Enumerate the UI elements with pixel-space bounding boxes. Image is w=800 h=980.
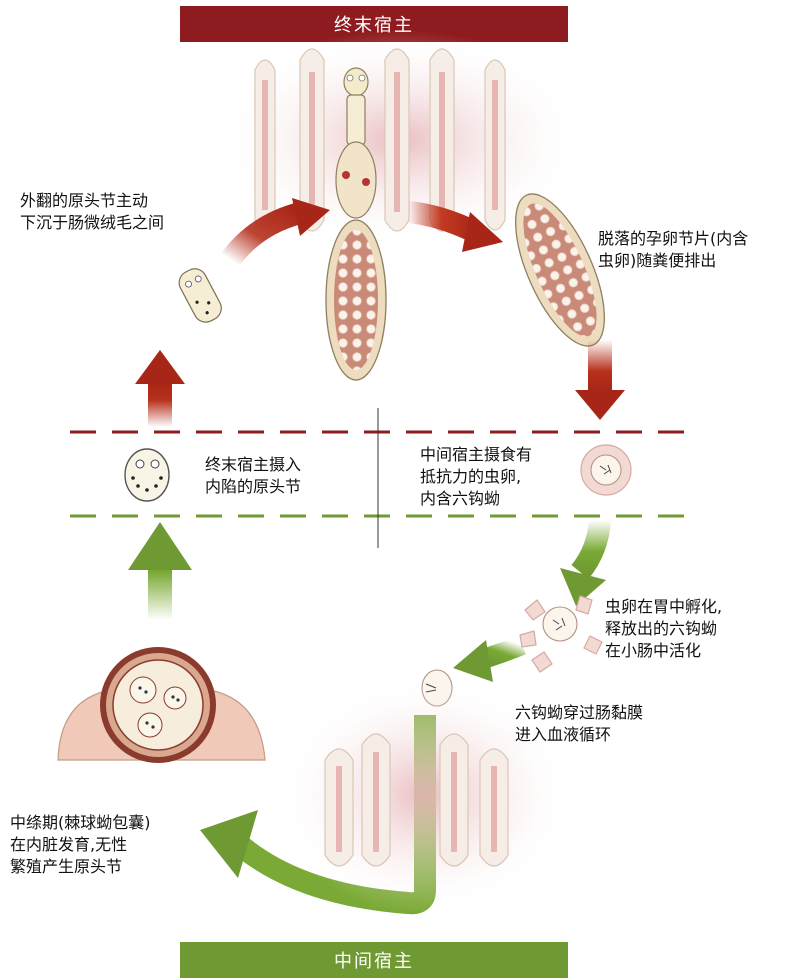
gravid-proglottid <box>514 193 606 347</box>
red-arrows <box>135 198 625 427</box>
label-intermediate-ingests: 中间宿主摄食有 抵抗力的虫卵, 内含六钩蚴 <box>420 445 533 508</box>
label-definitive-ingests: 终末宿主摄入 内陷的原头节 <box>205 455 302 496</box>
evaginated-protoscolex <box>178 268 222 323</box>
definitive-host-intestine <box>210 30 590 250</box>
label-egg-hatches: 虫卵在胃中孵化, 释放出的六钩蚴 在小肠中活化 <box>605 597 723 660</box>
intermediate-host-intestine <box>275 675 575 915</box>
hatching-egg <box>519 595 603 673</box>
label-metacestode: 中绦期(棘球蚴包囊) 在内脏发育,无性 繁殖产生原头节 <box>10 813 151 876</box>
label-protoscolex-evaginates: 外翻的原头节主动 下沉于肠微绒毛之间 <box>20 191 165 232</box>
label-oncosphere-penetrates: 六钩蚴穿过肠黏膜 进入血液循环 <box>515 703 644 744</box>
label-gravid-proglottid: 脱落的孕卵节片(内含 虫卵)随粪便排出 <box>598 229 749 270</box>
hydatid-cyst <box>57 647 266 763</box>
host-boundary-lines <box>70 408 700 548</box>
adult-tapeworm <box>325 67 387 381</box>
intermediate-host-banner: 中间宿主 <box>180 942 568 978</box>
invaginated-protoscolex <box>124 448 170 502</box>
egg-with-oncosphere <box>580 444 632 496</box>
